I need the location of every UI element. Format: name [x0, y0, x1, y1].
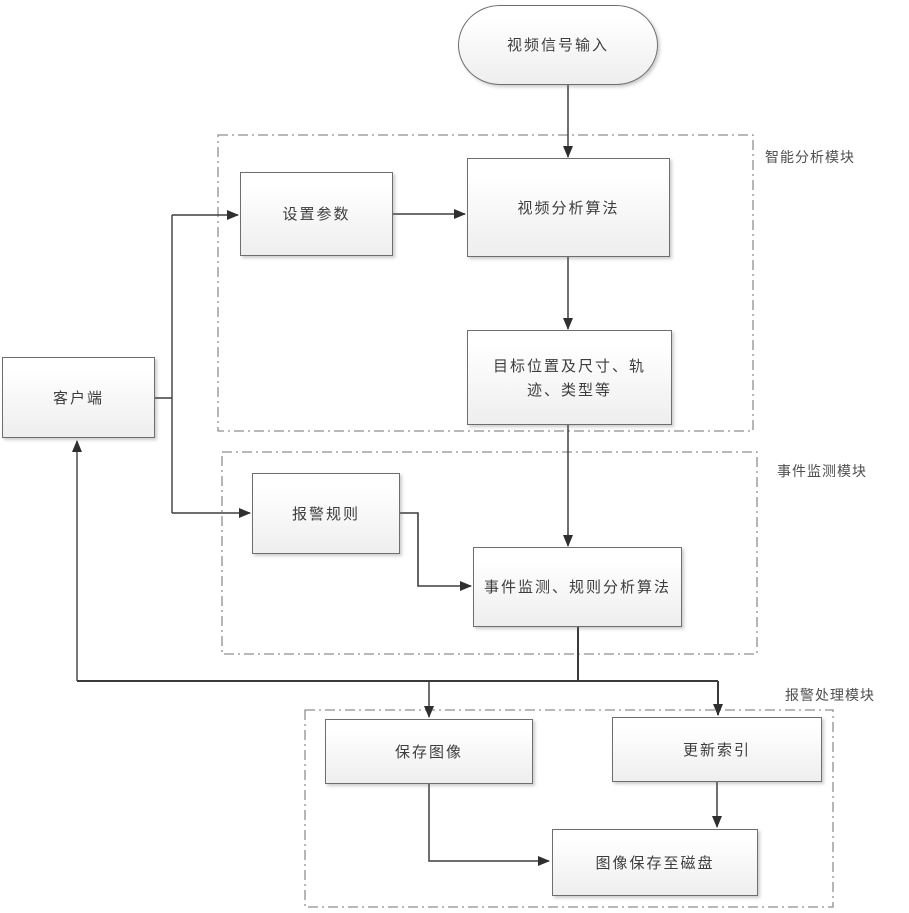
module-box-alarm-processing	[304, 709, 834, 908]
module-label-event-monitoring: 事件监测模块	[777, 464, 867, 480]
node-save-disk: 图像保存至磁盘	[552, 829, 758, 896]
node-client-label: 客户端	[52, 388, 104, 407]
node-alarm-rules: 报警规则	[252, 473, 400, 554]
node-target-info: 目标位置及尺寸、轨迹、类型等	[467, 330, 672, 425]
connector-alarm-rules-to-event-algo	[400, 512, 472, 591]
node-save-image: 保存图像	[325, 719, 533, 784]
node-video-algo: 视频分析算法	[467, 158, 670, 257]
node-save-disk-label: 图像保存至磁盘	[595, 853, 715, 872]
module-box-intelligent-analysis	[217, 134, 754, 432]
node-video-algo-label: 视频分析算法	[517, 198, 620, 217]
module-box-event-monitoring	[221, 451, 758, 655]
node-event-algo-label: 事件监测、规则分析算法	[483, 578, 671, 596]
node-update-index-label: 更新索引	[682, 740, 751, 759]
node-update-index: 更新索引	[612, 717, 822, 782]
node-alarm-rules-label: 报警规则	[291, 504, 360, 523]
node-client: 客户端	[2, 357, 155, 438]
node-set-params: 设置参数	[240, 172, 393, 256]
node-target-info-label: 目标位置及尺寸、轨迹、类型等	[492, 356, 646, 399]
module-label-intelligent-analysis: 智能分析模块	[765, 150, 855, 166]
node-video-input-label: 视频信号输入	[506, 36, 609, 54]
node-event-algo: 事件监测、规则分析算法	[473, 547, 682, 627]
node-set-params-label: 设置参数	[282, 205, 351, 223]
node-save-image-label: 保存图像	[394, 742, 463, 761]
connector-client-branch-trunk	[155, 215, 173, 513]
node-video-input: 视频信号输入	[458, 5, 658, 85]
connector-event-algo-trunk	[77, 627, 718, 682]
module-label-alarm-processing: 报警处理模块	[785, 688, 875, 704]
connector-save-image-to-save-disk	[428, 784, 550, 866]
